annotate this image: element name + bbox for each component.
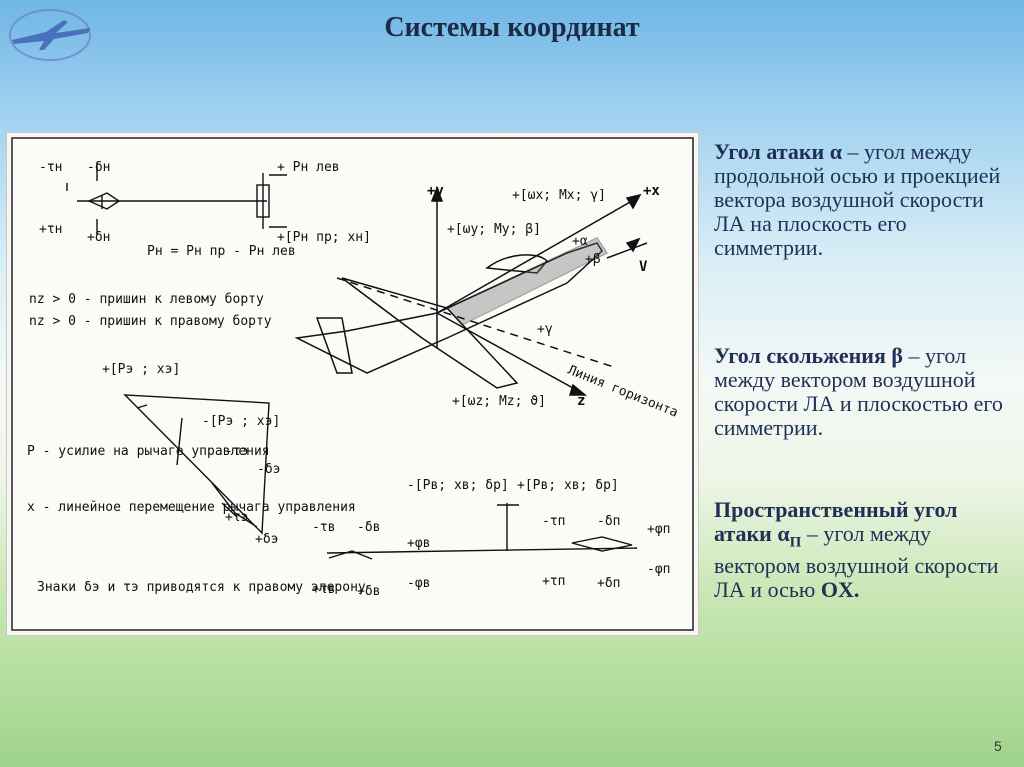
aileron-sketch <box>123 394 270 535</box>
spatial-angle-definition: Пространственный угол атаки αП – угол ме… <box>714 498 1010 602</box>
slide-title: Системы координат <box>384 12 640 43</box>
axis-y-label: +y <box>427 183 444 199</box>
sideslip-term: Угол скольжения <box>714 343 886 368</box>
aileron-top-label: +[Рэ ; xэ] <box>102 362 180 377</box>
spatial-angle-term: Пространственный угол атаки <box>714 497 958 546</box>
tau-v-plus-label: +τв <box>312 582 335 597</box>
velocity-label: V <box>639 259 648 275</box>
alpha-label: +α <box>572 234 588 249</box>
phi-v-minus-label: -φв <box>407 576 430 591</box>
pedal-right-label: +[Рн пр; xн] <box>277 230 371 245</box>
rudder-top-mid-label: -δн <box>87 160 110 175</box>
rudder-bottom-mid-label: +δн <box>87 230 110 245</box>
spatial-angle-text: – угол между вектором воздушной скорости… <box>714 521 999 603</box>
omega-y-label: +[ωy; My; β] <box>447 222 541 237</box>
delta-v-plus-label: +δв <box>357 584 380 599</box>
alpha-p-symbol: αП <box>777 521 802 551</box>
rudder-sketch <box>66 163 287 235</box>
axis-z-label: z <box>577 393 585 409</box>
elev-right-label: +[Рв; xв; δр] <box>517 478 619 493</box>
coordinate-diagram: -τн -δн +τн +δн + Рн лев +[Рн пр; xн] Рн… <box>6 132 699 636</box>
phi-v-plus-label: +φв <box>407 536 430 551</box>
delta-e-minus-label: -δэ <box>257 462 280 477</box>
ox-axis-label: OX. <box>820 577 860 603</box>
phi-p-minus-label: -φп <box>647 562 670 577</box>
rudder-top-left-label: -τн <box>39 160 62 175</box>
tau-p-minus-label: -τп <box>542 514 565 529</box>
angle-of-attack-text: – угол между продольной осью и проекцией… <box>714 139 1001 260</box>
pedal-left-label: + Рн лев <box>277 160 340 175</box>
gamma-label: +γ <box>537 322 553 337</box>
sideslip-definition: Угол скольжения β – угол между вектором … <box>714 344 1010 440</box>
sideslip-text: – угол между вектором воздушной скорости… <box>714 343 1003 440</box>
beta-symbol: β <box>891 343 903 368</box>
sign-note: Знаки δэ и τэ приводятся к правому элеро… <box>37 580 366 595</box>
angle-of-attack-term: Угол атаки <box>714 139 825 164</box>
delta-e-plus-label: +δэ <box>255 532 278 547</box>
tau-v-minus-label: -τв <box>312 520 335 535</box>
nz-left-note: nz > 0 - пришин к левому борту <box>29 292 264 307</box>
p-note: Р - усилие на рычаге управления <box>27 444 270 459</box>
pedal-formula: Рн = Рн пр - Рн лев <box>147 244 296 259</box>
omega-x-label: +[ωx; Mx; γ] <box>512 188 606 203</box>
elev-left-label: -[Рв; xв; δр] <box>407 478 509 493</box>
nz-right-note: nz > 0 - пришин к правому борту <box>29 314 272 329</box>
angle-of-attack-definition: Угол атаки α – угол между продольной ось… <box>714 140 1010 260</box>
beta-label: +β <box>585 252 601 267</box>
page-number: 5 <box>994 738 1002 754</box>
aileron-minus-label: -[Рэ ; xэ] <box>202 414 280 429</box>
axis-x-label: +x <box>643 183 660 199</box>
tau-e-minus-label: -τэ <box>225 444 248 459</box>
aircraft-sketch <box>294 185 648 396</box>
tau-e-plus-label: +τэ <box>225 510 248 525</box>
phi-p-plus-label: +φп <box>647 522 670 537</box>
rudder-bottom-left-label: +τн <box>39 222 62 237</box>
elevator-sketch <box>326 503 638 560</box>
alpha-symbol: α <box>829 139 842 164</box>
omega-z-label: +[ωz; Mz; ϑ] <box>452 394 546 409</box>
x-note: x - линейное перемещение рычага управлен… <box>27 500 356 515</box>
tau-p-plus-label: +τп <box>542 574 565 589</box>
airplane-logo-icon <box>9 9 91 61</box>
delta-v-minus-label: -δв <box>357 520 380 535</box>
delta-p-plus-label: +δп <box>597 576 620 591</box>
delta-p-minus-label: -δп <box>597 514 620 529</box>
